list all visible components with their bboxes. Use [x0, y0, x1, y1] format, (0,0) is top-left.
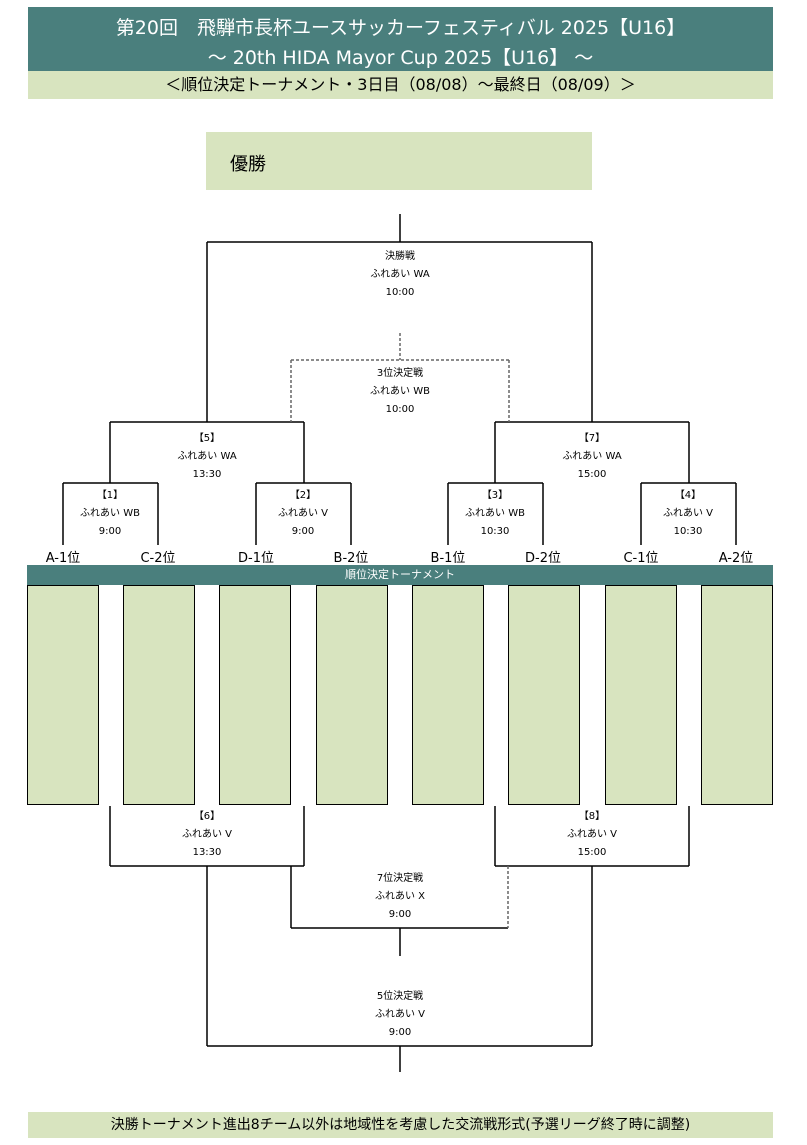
match-6-time: 13:30 — [192, 847, 222, 858]
team-box — [605, 585, 677, 805]
match-seventh-venue: ふれあい X — [374, 891, 426, 902]
team-box — [701, 585, 773, 805]
team-box — [508, 585, 580, 805]
match-1-time: 9:00 — [98, 526, 122, 537]
schedule-subtitle: ＜順位決定トーナメント・3日目（08/08）～最終日（08/09）＞ — [28, 71, 773, 99]
match-final-venue: ふれあい WA — [370, 269, 430, 280]
match-seventh-name: 7位決定戦 — [376, 873, 424, 884]
match-5-name: 【5】 — [193, 433, 221, 444]
team-box — [123, 585, 195, 805]
match-third-name: 3位決定戦 — [376, 368, 424, 379]
match-1-venue: ふれあい WB — [80, 508, 140, 519]
match-7-time: 15:00 — [577, 469, 607, 480]
winner-label: 優勝 — [230, 154, 266, 175]
match-3: 【3】 ふれあい WB 10:30 — [435, 487, 555, 541]
match-6-name: 【6】 — [193, 811, 221, 822]
match-third-venue: ふれあい WB — [370, 386, 430, 397]
match-third-time: 10:00 — [385, 404, 415, 415]
match-3-time: 10:30 — [480, 526, 510, 537]
match-final-name: 決勝戦 — [385, 251, 415, 262]
match-4-name: 【4】 — [674, 490, 702, 501]
title-english: ～ 20th HIDA Mayor Cup 2025【U16】 ～ — [207, 47, 594, 69]
match-8-name: 【8】 — [578, 811, 606, 822]
match-seventh: 7位決定戦 ふれあい X 9:00 — [340, 870, 460, 924]
match-7-name: 【7】 — [578, 433, 606, 444]
match-third: 3位決定戦 ふれあい WB 10:00 — [340, 365, 460, 419]
title-japanese: 第20回 飛騨市長杯ユースサッカーフェスティバル 2025【U16】 — [115, 17, 686, 39]
match-8-time: 15:00 — [577, 847, 607, 858]
team-label: B-1位 — [430, 551, 466, 566]
team-label: C-1位 — [623, 551, 659, 566]
team-label: C-2位 — [140, 551, 176, 566]
team-label: A-1位 — [45, 551, 81, 566]
tournament-band: 順位決定トーナメント — [27, 565, 773, 585]
match-final-time: 10:00 — [385, 287, 415, 298]
team-box — [27, 585, 99, 805]
match-5-venue: ふれあい WA — [177, 451, 237, 462]
match-2: 【2】 ふれあい V 9:00 — [243, 487, 363, 541]
match-3-name: 【3】 — [481, 490, 509, 501]
match-4: 【4】 ふれあい V 10:30 — [628, 487, 748, 541]
team-box — [219, 585, 291, 805]
footer-note: 決勝トーナメント進出8チーム以外は地域性を考慮した交流戦形式(予選リーグ終了時に… — [28, 1112, 773, 1138]
match-4-time: 10:30 — [673, 526, 703, 537]
team-box — [316, 585, 388, 805]
match-3-venue: ふれあい WB — [465, 508, 525, 519]
match-final: 決勝戦 ふれあい WA 10:00 — [340, 248, 460, 302]
team-box — [412, 585, 484, 805]
team-label: D-2位 — [525, 551, 561, 566]
match-seventh-time: 9:00 — [388, 909, 412, 920]
match-fifth: 5位決定戦 ふれあい V 9:00 — [340, 988, 460, 1042]
match-5-time: 13:30 — [192, 469, 222, 480]
match-2-time: 9:00 — [291, 526, 315, 537]
match-8-venue: ふれあい V — [566, 829, 618, 840]
match-1: 【1】 ふれあい WB 9:00 — [50, 487, 170, 541]
match-fifth-venue: ふれあい V — [374, 1009, 426, 1020]
team-label: A-2位 — [718, 551, 754, 566]
team-label: D-1位 — [238, 551, 274, 566]
match-4-venue: ふれあい V — [662, 508, 714, 519]
match-2-venue: ふれあい V — [277, 508, 329, 519]
match-6-venue: ふれあい V — [181, 829, 233, 840]
match-6: 【6】 ふれあい V 13:30 — [147, 808, 267, 862]
match-5: 【5】 ふれあい WA 13:30 — [147, 430, 267, 484]
match-1-name: 【1】 — [96, 490, 124, 501]
title-banner: 第20回 飛騨市長杯ユースサッカーフェスティバル 2025【U16】 ～ 20t… — [28, 7, 773, 71]
match-fifth-name: 5位決定戦 — [376, 991, 424, 1002]
match-8: 【8】 ふれあい V 15:00 — [532, 808, 652, 862]
winner-box: 優勝 — [206, 132, 592, 190]
match-7-venue: ふれあい WA — [562, 451, 622, 462]
match-2-name: 【2】 — [289, 490, 317, 501]
team-label: B-2位 — [333, 551, 369, 566]
match-7: 【7】 ふれあい WA 15:00 — [532, 430, 652, 484]
match-fifth-time: 9:00 — [388, 1027, 412, 1038]
